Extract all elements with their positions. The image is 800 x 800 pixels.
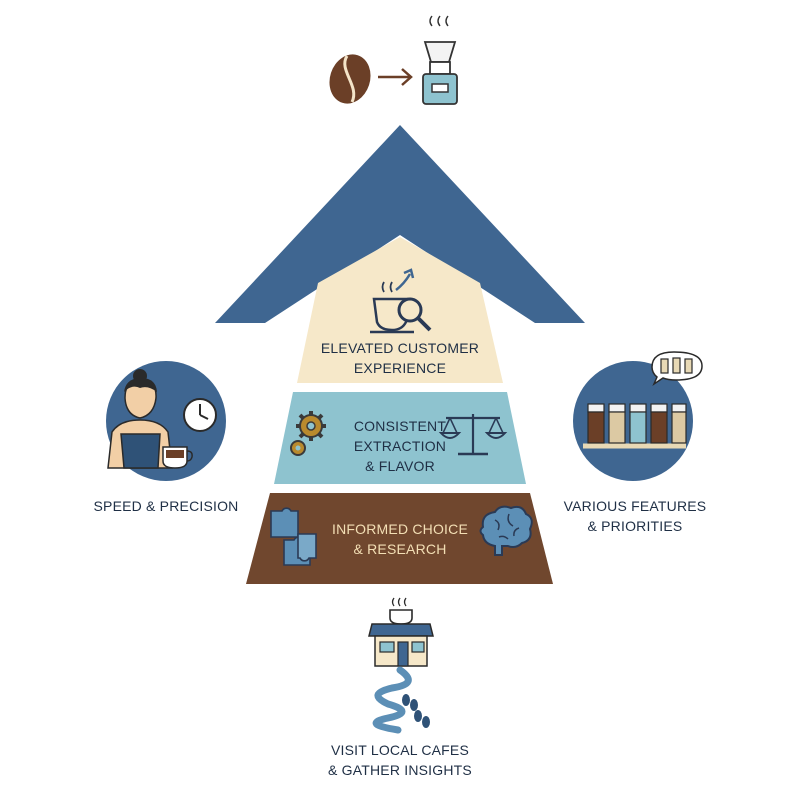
arrow-roof: [215, 125, 585, 323]
barista-clock-icon: [106, 361, 226, 481]
tier-bottom-label: INFORMED CHOICE & RESEARCH: [310, 519, 490, 559]
left-label: SPEED & PRECISION: [86, 496, 246, 516]
coffee-grinder-icon: [422, 15, 458, 105]
footprint-path-icon: [372, 666, 430, 734]
bottom-step-label: VISIT LOCAL CAFES & GATHER INSIGHTS: [310, 740, 490, 780]
tier-middle-label-line-1: CONSISTENT: [353, 418, 447, 434]
coffee-bean-icon: [329, 54, 371, 104]
brain-icon: [479, 505, 533, 556]
cafe-icon: [368, 597, 434, 667]
left-label-line-1: SPEED & PRECISION: [93, 498, 239, 514]
balance-scale-icon: [438, 414, 508, 456]
tier-bottom: [246, 493, 553, 584]
bottom-step-label-line-2: & GATHER INSIGHTS: [328, 762, 472, 778]
tier-bottom-label-line-1: INFORMED CHOICE: [332, 521, 468, 537]
tier-middle-label-line-2: EXTRACTION: [353, 438, 447, 454]
tier-top-label: ELEVATED CUSTOMER EXPERIENCE: [310, 338, 490, 378]
right-label: VARIOUS FEATURES & PRIORITIES: [555, 496, 715, 536]
grinder-lineup-icon: [573, 351, 703, 481]
tier-bottom-label-line-2: & RESEARCH: [353, 541, 447, 557]
coffee-cup-magnifier-icon: [370, 268, 432, 334]
tier-middle: [274, 392, 526, 484]
right-label-line-2: & PRIORITIES: [587, 518, 683, 534]
right-label-line-1: VARIOUS FEATURES: [563, 498, 707, 514]
arrow-right-icon: [378, 68, 413, 86]
gears-icon: [290, 411, 326, 456]
bottom-step-label-line-1: VISIT LOCAL CAFES: [331, 742, 469, 758]
tier-top-label-line-1: ELEVATED CUSTOMER: [320, 340, 480, 356]
tier-middle-label: CONSISTENT EXTRACTION & FLAVOR: [330, 416, 470, 476]
puzzle-icon: [270, 507, 317, 566]
tier-top-label-line-2: EXPERIENCE: [353, 360, 447, 376]
tier-middle-label-line-3: & FLAVOR: [365, 458, 435, 474]
